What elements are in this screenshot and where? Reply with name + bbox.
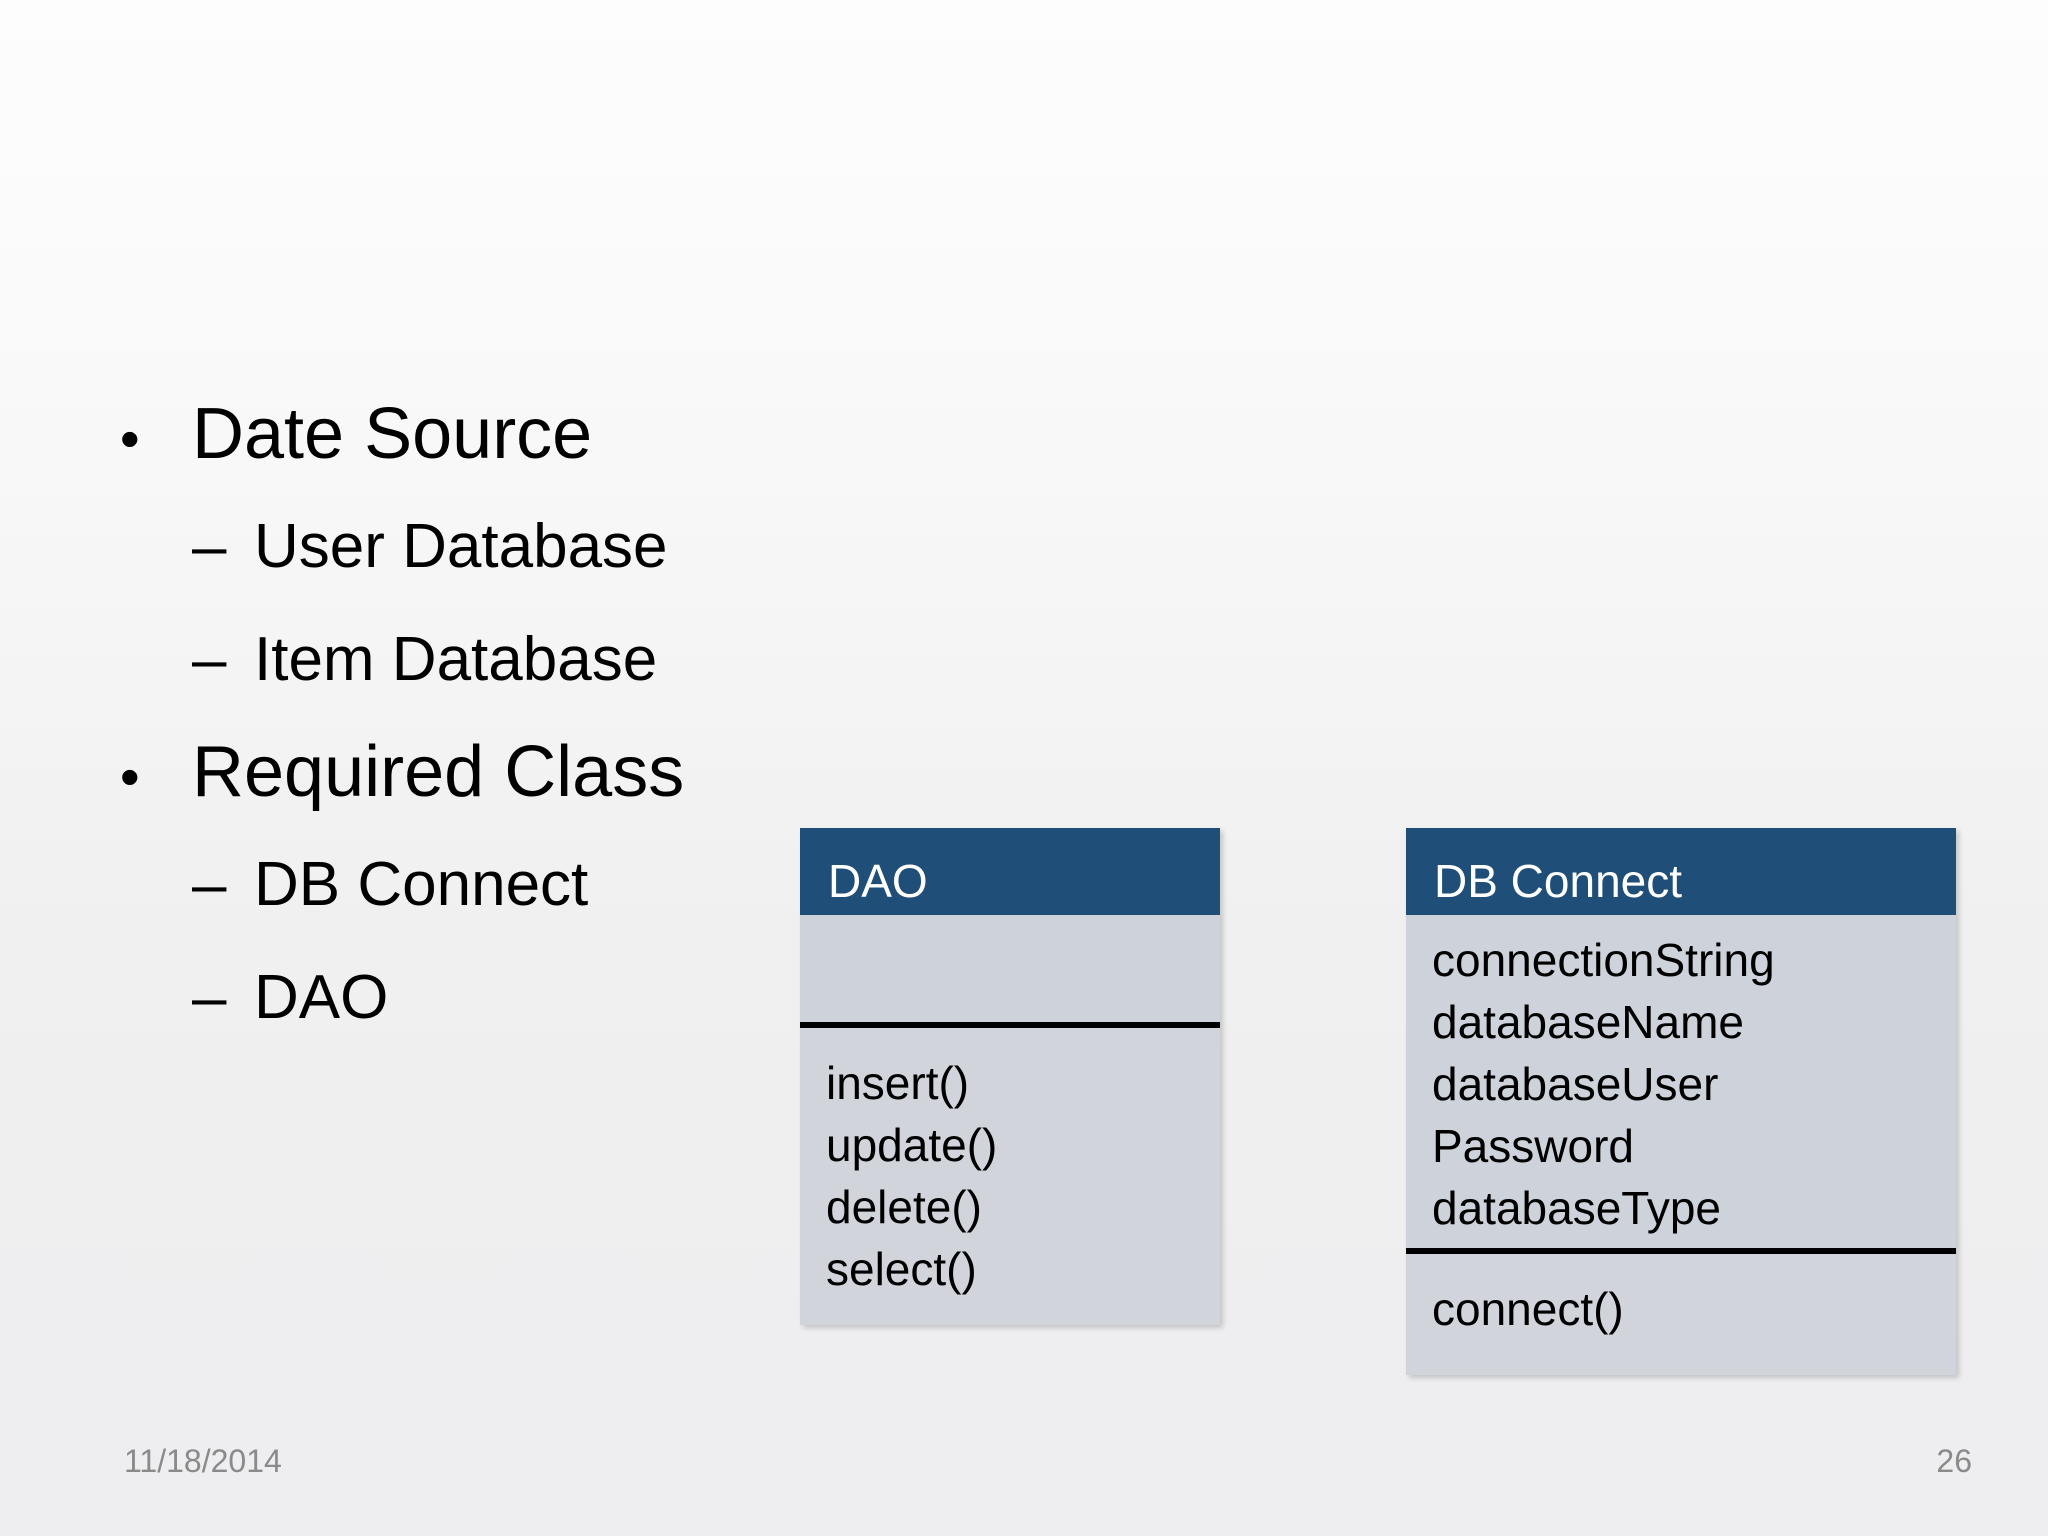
slide-date: 11/18/2014 [124,1443,282,1479]
uml-attributes-compartment-db-connect: connectionString databaseName databaseUs… [1406,915,1956,1248]
uml-methods-compartment-db-connect: connect() [1406,1254,1956,1375]
bullet-marker-icon: • [120,745,140,808]
outline-item-db-connect: – DB Connect [192,828,1020,941]
uml-attributes-compartment-dao [800,915,1220,1022]
uml-method-item: connect() [1432,1283,1624,1335]
uml-attribute-item: databaseType [1432,1182,1722,1234]
uml-attribute-item: Password [1432,1120,1634,1172]
uml-attribute-item: connectionString [1432,934,1775,986]
uml-class-name-db-connect: DB Connect [1406,828,1956,915]
uml-class-name-dao: DAO [800,828,1220,915]
uml-method-item: select() [826,1243,977,1295]
outline-item-label: Item Database [254,625,658,694]
uml-compartment-divider [800,1022,1220,1028]
bullet-marker-icon: • [120,407,140,470]
outline-item-item-database: – Item Database [192,603,1020,716]
uml-compartment-divider [1406,1248,1956,1254]
uml-method-item: delete() [826,1181,982,1233]
uml-methods-compartment-dao: insert() update() delete() select() [800,1028,1220,1325]
dash-marker-icon: – [192,963,227,1032]
uml-method-item: insert() [826,1057,970,1109]
outline-item-required-class: • Required Class [120,716,1020,828]
dash-marker-icon: – [192,850,227,919]
outline-item-label: DAO [254,963,389,1032]
outline-item-user-database: – User Database [192,490,1020,603]
outline-item-label: DB Connect [254,850,589,919]
uml-attribute-item: databaseName [1432,996,1744,1048]
uml-class-box-dao: DAO insert() update() delete() select() [800,828,1220,1325]
outline-item-label: Required Class [192,732,685,812]
uml-method-item: update() [826,1119,998,1171]
outline-item-label: Date Source [192,394,593,474]
outline-item-date-source: • Date Source [120,378,1020,490]
dash-marker-icon: – [192,512,227,581]
outline-item-dao: – DAO [192,941,1020,1054]
outline-item-label: User Database [254,512,668,581]
uml-attribute-item: databaseUser [1432,1058,1719,1110]
uml-class-box-db-connect: DB Connect connectionString databaseName… [1406,828,1956,1375]
slide-page-number: 26 [1936,1443,1972,1479]
outline-list: • Date Source – User Database – Item Dat… [120,378,1020,1054]
dash-marker-icon: – [192,625,227,694]
